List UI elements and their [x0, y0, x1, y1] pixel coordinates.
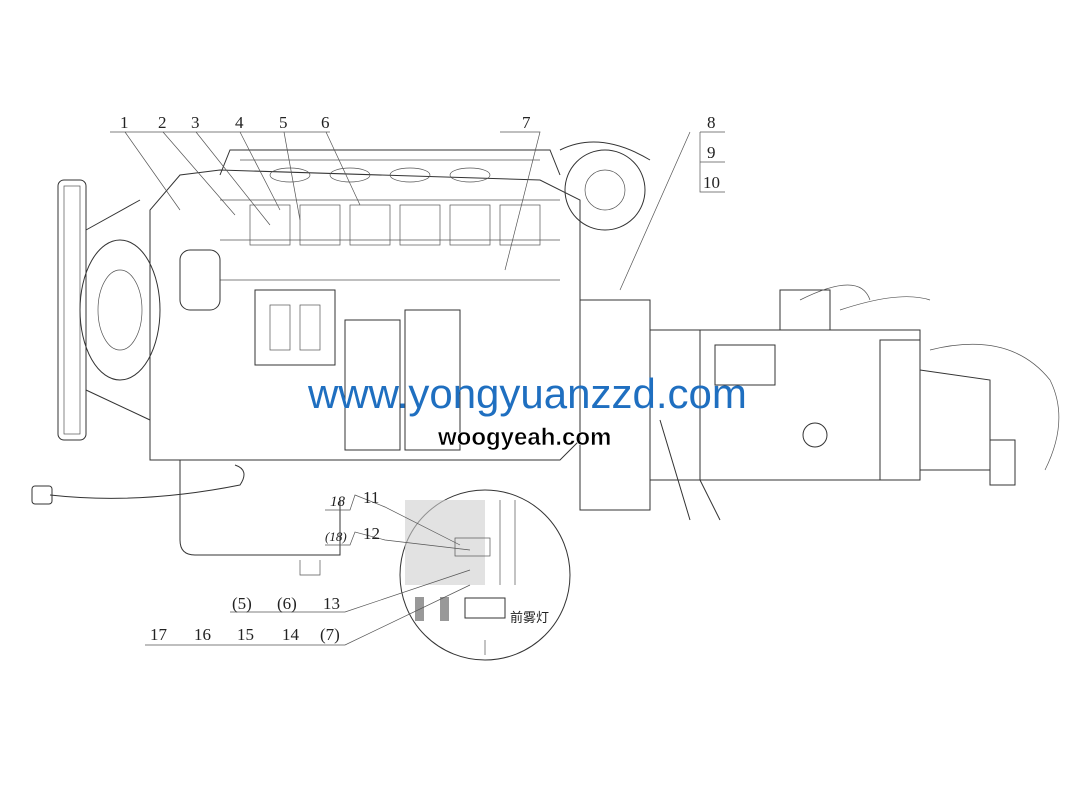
callout-17: 17 [150, 625, 168, 644]
callout-7: 7 [522, 113, 531, 132]
engine-block [149, 149, 581, 576]
wire-harness-left [49, 464, 245, 499]
watermark-blue: www.yongyuanzzd.com [308, 370, 747, 417]
callout-13: 13 [323, 594, 340, 613]
turbocharger [559, 141, 651, 231]
callout-9: 9 [707, 143, 716, 162]
callout-14: 14 [282, 625, 300, 644]
callout-5-paren: (5) [232, 594, 252, 613]
watermark-black: woogyeah.com [438, 424, 612, 452]
callout-2: 2 [158, 113, 167, 132]
detail-circle [399, 489, 571, 661]
callout-7-paren: (7) [320, 625, 340, 644]
callout-8: 8 [707, 113, 716, 132]
callout-15: 15 [237, 625, 254, 644]
leader-lines-bottom [145, 494, 471, 646]
leader-lines-top [110, 131, 725, 291]
callout-4: 4 [235, 113, 244, 132]
callout-18: 18 [330, 494, 346, 510]
callout-11: 11 [363, 488, 379, 507]
callout-5: 5 [279, 113, 288, 132]
callout-3: 3 [191, 113, 200, 132]
transmission [579, 284, 1060, 521]
callout-10: 10 [703, 173, 720, 192]
callout-18-paren: (18) [325, 529, 347, 544]
fan-pulley [57, 179, 161, 441]
callout-6: 6 [321, 113, 330, 132]
callout-16: 16 [194, 625, 211, 644]
callout-12: 12 [363, 524, 380, 543]
connector-left [31, 485, 53, 505]
callout-1: 1 [120, 113, 129, 132]
front-fog-lamp-label: 前雾灯 [510, 610, 549, 626]
callout-6-paren: (6) [277, 594, 297, 613]
